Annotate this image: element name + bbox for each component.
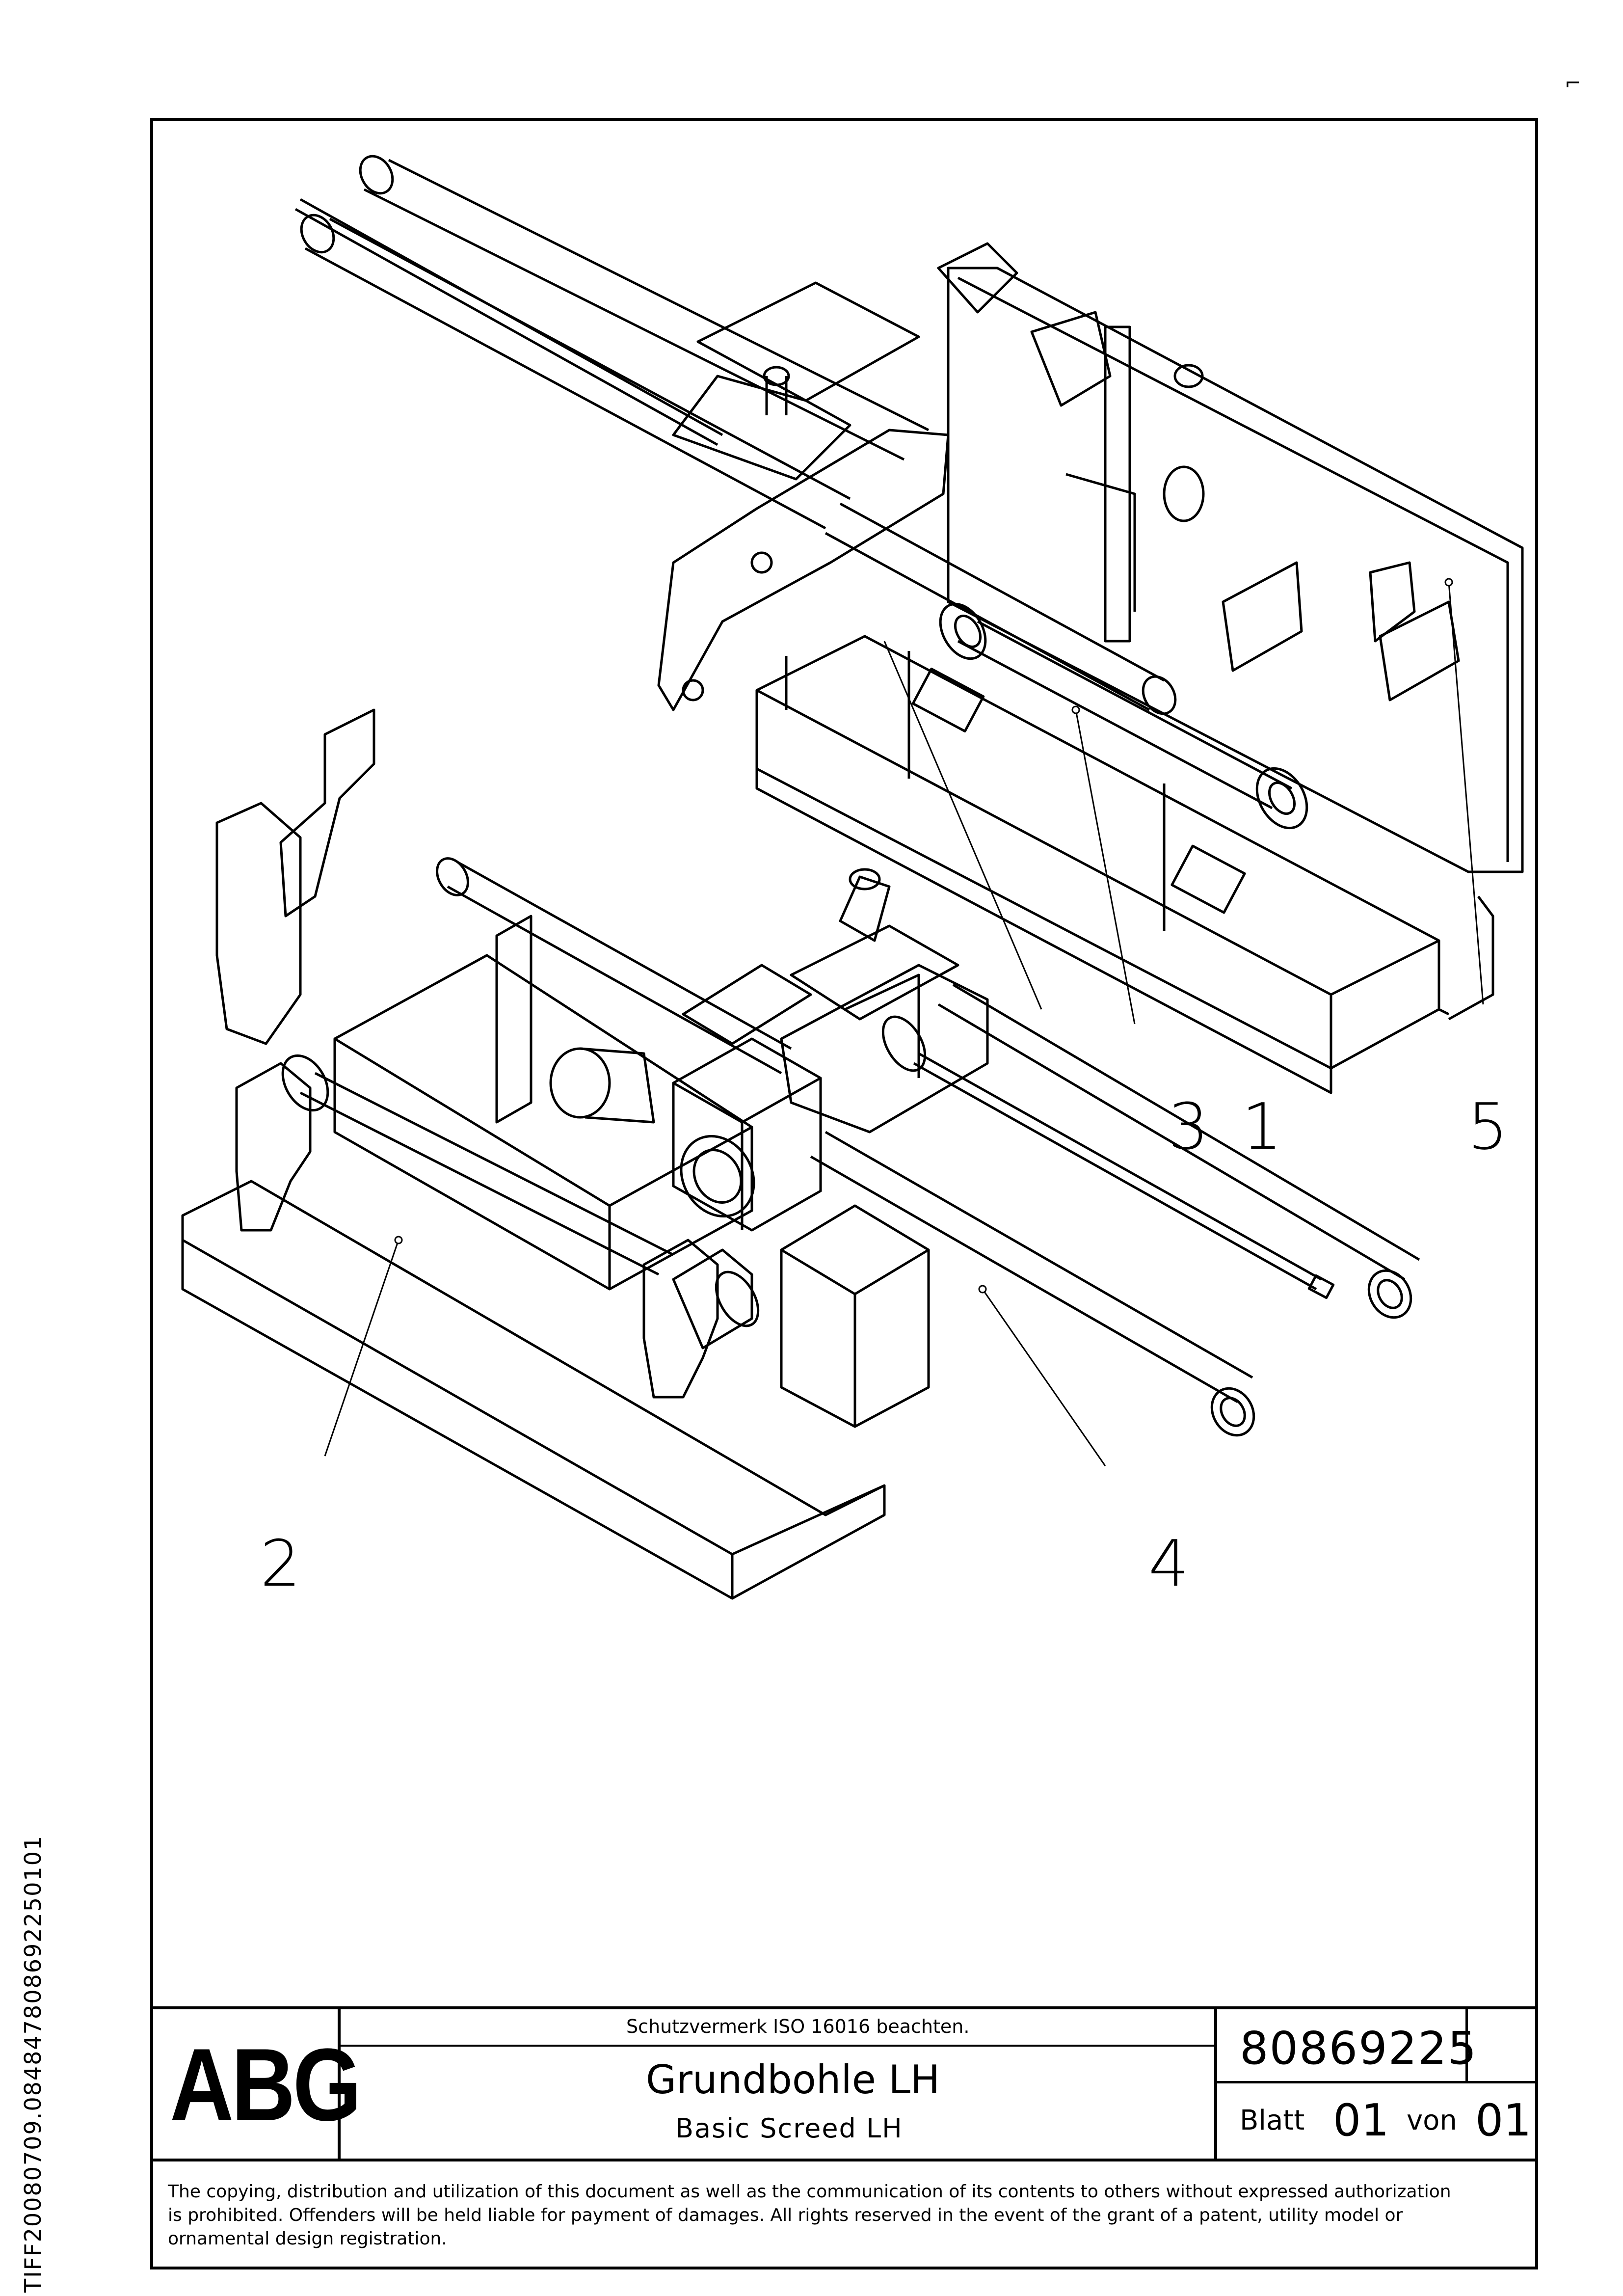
of-label: von [1407,2105,1457,2136]
sheet-value: 01 [1333,2095,1389,2146]
abg-logo: ABG [170,2027,362,2142]
lower-assembly [181,708,1420,1600]
callout-3: 3 [1168,1089,1209,1164]
copyright-line-2: is prohibited. Offenders will be held li… [168,2205,1403,2225]
leader-2 [324,1240,399,1457]
tb-top-border [150,2006,1538,2009]
tb-logo-divider [338,2006,341,2159]
upper-assembly [294,155,1524,1094]
of-value: 01 [1475,2095,1532,2146]
tb-index-divider [1465,2006,1468,2082]
copyright-line-1: The copying, distribution and utilizatio… [168,2182,1451,2202]
callout-5: 5 [1467,1089,1508,1164]
leader-5 [1448,582,1484,1005]
leader-3 [883,641,1042,1010]
callout-1: 1 [1242,1089,1282,1164]
copyright-line-3: ornamental design registration. [168,2229,447,2249]
tb-notice-divider [340,2045,1216,2047]
leader-1 [1075,709,1136,1025]
side-label: TIFF20080709.084847808692250101 [20,1835,46,2293]
callout-4: 4 [1148,1526,1189,1601]
document-number: 80869225 [1240,2022,1478,2075]
tb-sheet-divider [1216,2081,1538,2083]
tb-number-divider [1214,2006,1217,2159]
drawing-frame [150,118,1538,2269]
title-german: Grundbohle LH [646,2057,940,2103]
corner-mark: ⌐ [1565,72,1581,95]
sheet-label: Blatt [1240,2105,1305,2136]
exploded-view-drawing [181,155,1524,1600]
title-english: Basic Screed LH [675,2113,903,2144]
title-block: ABG Schutzvermerk ISO 16016 beachten. Gr… [150,2006,1538,2269]
protection-notice: Schutzvermerk ISO 16016 beachten. [626,2016,970,2037]
leader-4 [982,1289,1106,1466]
callout-2: 2 [260,1526,301,1601]
leader-lines [324,578,1484,1466]
tb-bottom-divider [150,2159,1538,2161]
